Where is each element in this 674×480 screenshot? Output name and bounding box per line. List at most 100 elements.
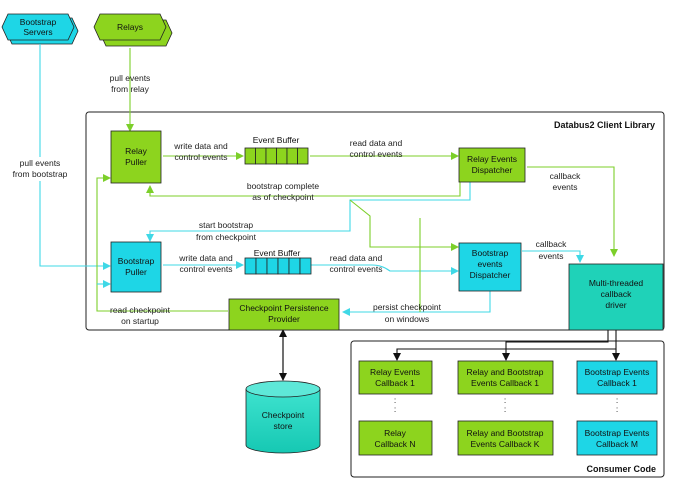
relay-cb-1-line1: Relay Events <box>370 367 420 377</box>
read-checkpoint-relay-arrow <box>96 174 228 312</box>
event-buffer-relay-cell <box>255 147 267 165</box>
pull-from-bootstrap-1: pull events <box>20 158 61 168</box>
event-buffer-relay-cell <box>286 147 298 165</box>
relay-dispatcher-line2: Dispatcher <box>472 165 513 175</box>
mixed-cb-k-line1: Relay and Bootstrap <box>466 428 543 438</box>
boot-cb-m-line2: Callback M <box>596 439 638 449</box>
mixed-cb-1-line2: Events Callback 1 <box>471 378 539 388</box>
checkpoint-persistence-provider: Checkpoint Persistence Provider <box>228 298 340 331</box>
event-buffer-bootstrap-cell <box>266 257 279 275</box>
boot-cb-dots-1: : <box>616 395 618 405</box>
relay-events-dispatcher: Relay Events Dispatcher <box>458 147 526 183</box>
boot-cb-m-line1: Bootstrap Events <box>585 428 650 438</box>
bootstrap-complete-arrow <box>146 172 461 197</box>
start-bootstrap-2: from checkpoint <box>196 232 257 242</box>
bootstrap-servers: Bootstrap Servers <box>1 13 79 45</box>
relay-dispatcher-line1: Relay Events <box>467 154 517 164</box>
event-buffer-bootstrap-cell <box>299 257 312 275</box>
relay-puller-line2: Puller <box>125 157 147 167</box>
start-bootstrap-1: start bootstrap <box>199 220 254 230</box>
relay-puller-line1: Relay <box>125 146 147 156</box>
checkpoint-store: Checkpoint store <box>245 380 321 454</box>
read-bootstrap-2: control events <box>330 264 383 274</box>
callback-driver-line1: Multi-threaded <box>589 278 644 288</box>
consumer-code-title: Consumer Code <box>586 464 656 474</box>
relay-and-bootstrap-callback-k: Relay and Bootstrap Events Callback K <box>457 420 554 456</box>
callback-2-line1: callback <box>536 239 567 249</box>
bootstrap-events-dispatcher: Bootstrap events Dispatcher <box>458 242 522 292</box>
event-buffer-bootstrap-cell <box>244 257 257 275</box>
relay-callback-arrow <box>527 166 618 257</box>
event-buffer-bootstrap-label: Event Buffer <box>254 248 301 258</box>
write-relay-1: write data and <box>173 141 228 151</box>
checkpoint-provider-line1: Checkpoint Persistence <box>239 303 329 313</box>
pull-from-relay-2: from relay <box>111 84 150 94</box>
relay-callback-n: Relay Callback N <box>358 420 433 456</box>
event-buffer-bootstrap-cell <box>288 257 301 275</box>
write-bootstrap-1: write data and <box>178 253 233 263</box>
event-buffer-bootstrap-cell <box>255 257 268 275</box>
read-relay-1: read data and <box>350 138 403 148</box>
bootstrap-puller: Bootstrap Puller <box>110 241 162 293</box>
bootstrap-puller-line2: Puller <box>125 267 147 277</box>
bootstrap-complete-2: as of checkpoint <box>252 192 314 202</box>
boot-cb-1-line1: Bootstrap Events <box>585 367 650 377</box>
event-buffer-relay-cell <box>276 147 288 165</box>
relay-and-bootstrap-callback-1: Relay and Bootstrap Events Callback 1 <box>457 360 554 395</box>
bootstrap-servers-line2: Servers <box>23 27 52 37</box>
mixed-cb-dots-1: : <box>504 395 506 405</box>
bootstrap-puller-line1: Bootstrap <box>118 256 155 266</box>
relay-cb-n-line2: Callback N <box>374 439 415 449</box>
write-relay-2: control events <box>175 152 228 162</box>
bootstrap-dispatcher-line2: events <box>477 259 502 269</box>
callback-driver-line3: driver <box>605 300 626 310</box>
bootstrap-events-callback-m: Bootstrap Events Callback M <box>576 420 658 456</box>
bootstrap-pull-arrow <box>39 44 111 270</box>
read-bootstrap-1: read data and <box>330 253 383 263</box>
event-buffer-bootstrap-cell <box>277 257 290 275</box>
read-checkpoint-1: read checkpoint <box>110 305 171 315</box>
relays: Relays <box>93 13 173 47</box>
checkpoint-provider-line2: Provider <box>268 314 300 324</box>
relay-cb-n-line1: Relay <box>384 428 406 438</box>
read-relay-2: control events <box>350 149 403 159</box>
pull-from-relay-1: pull events <box>110 73 151 83</box>
bootstrap-dispatcher-line3: Dispatcher <box>470 270 511 280</box>
bootstrap-events-callback-1: Bootstrap Events Callback 1 <box>576 360 658 395</box>
bootstrap-servers-line1: Bootstrap <box>20 17 57 27</box>
bootstrap-complete-1: bootstrap complete <box>247 181 320 191</box>
multi-threaded-callback-driver: Multi-threaded callback driver <box>568 263 664 331</box>
relays-label: Relays <box>117 22 143 32</box>
event-buffer-relay-cell <box>244 147 256 165</box>
callback-driver-line2: callback <box>601 289 632 299</box>
persist-checkpoint-arrow <box>342 290 491 316</box>
relay-cb-1-line2: Callback 1 <box>375 378 415 388</box>
checkpoint-store-line1: Checkpoint <box>262 410 305 420</box>
boot-cb-dots-2: : <box>616 404 618 414</box>
event-buffer-relay-cell <box>297 147 309 165</box>
relay-to-bootstrap-dispatcher-arrow <box>349 199 459 251</box>
relay-puller: Relay Puller <box>110 130 162 184</box>
client-library-title: Databus2 Client Library <box>554 120 655 130</box>
callback-1-line2: events <box>552 182 577 192</box>
mixed-cb-dots-2: : <box>504 404 506 414</box>
relay-cb-dots-2: : <box>394 404 396 414</box>
start-bootstrap-arrow <box>146 178 471 242</box>
callback-1-line1: callback <box>550 171 581 181</box>
bootstrap-callback-arrow <box>522 250 584 263</box>
event-buffer-relay-cell <box>265 147 277 165</box>
mixed-cb-k-line2: Events Callback K <box>471 439 540 449</box>
write-bootstrap-2: control events <box>180 264 233 274</box>
event-buffer-bootstrap: Event Buffer <box>244 248 312 275</box>
checkpoint-store-line2: store <box>274 421 293 431</box>
boot-cb-1-line2: Callback 1 <box>597 378 637 388</box>
relay-cb-dots-1: : <box>394 395 396 405</box>
callback-2-line2: events <box>538 251 563 261</box>
relay-events-callback-1: Relay Events Callback 1 <box>358 360 433 395</box>
bootstrap-read-arrow <box>311 264 459 275</box>
event-buffer-relay: Event Buffer <box>244 135 309 165</box>
bootstrap-dispatcher-line1: Bootstrap <box>472 248 509 258</box>
persist-checkpoint-2: on windows <box>385 314 429 324</box>
driver-split-line <box>505 330 609 349</box>
